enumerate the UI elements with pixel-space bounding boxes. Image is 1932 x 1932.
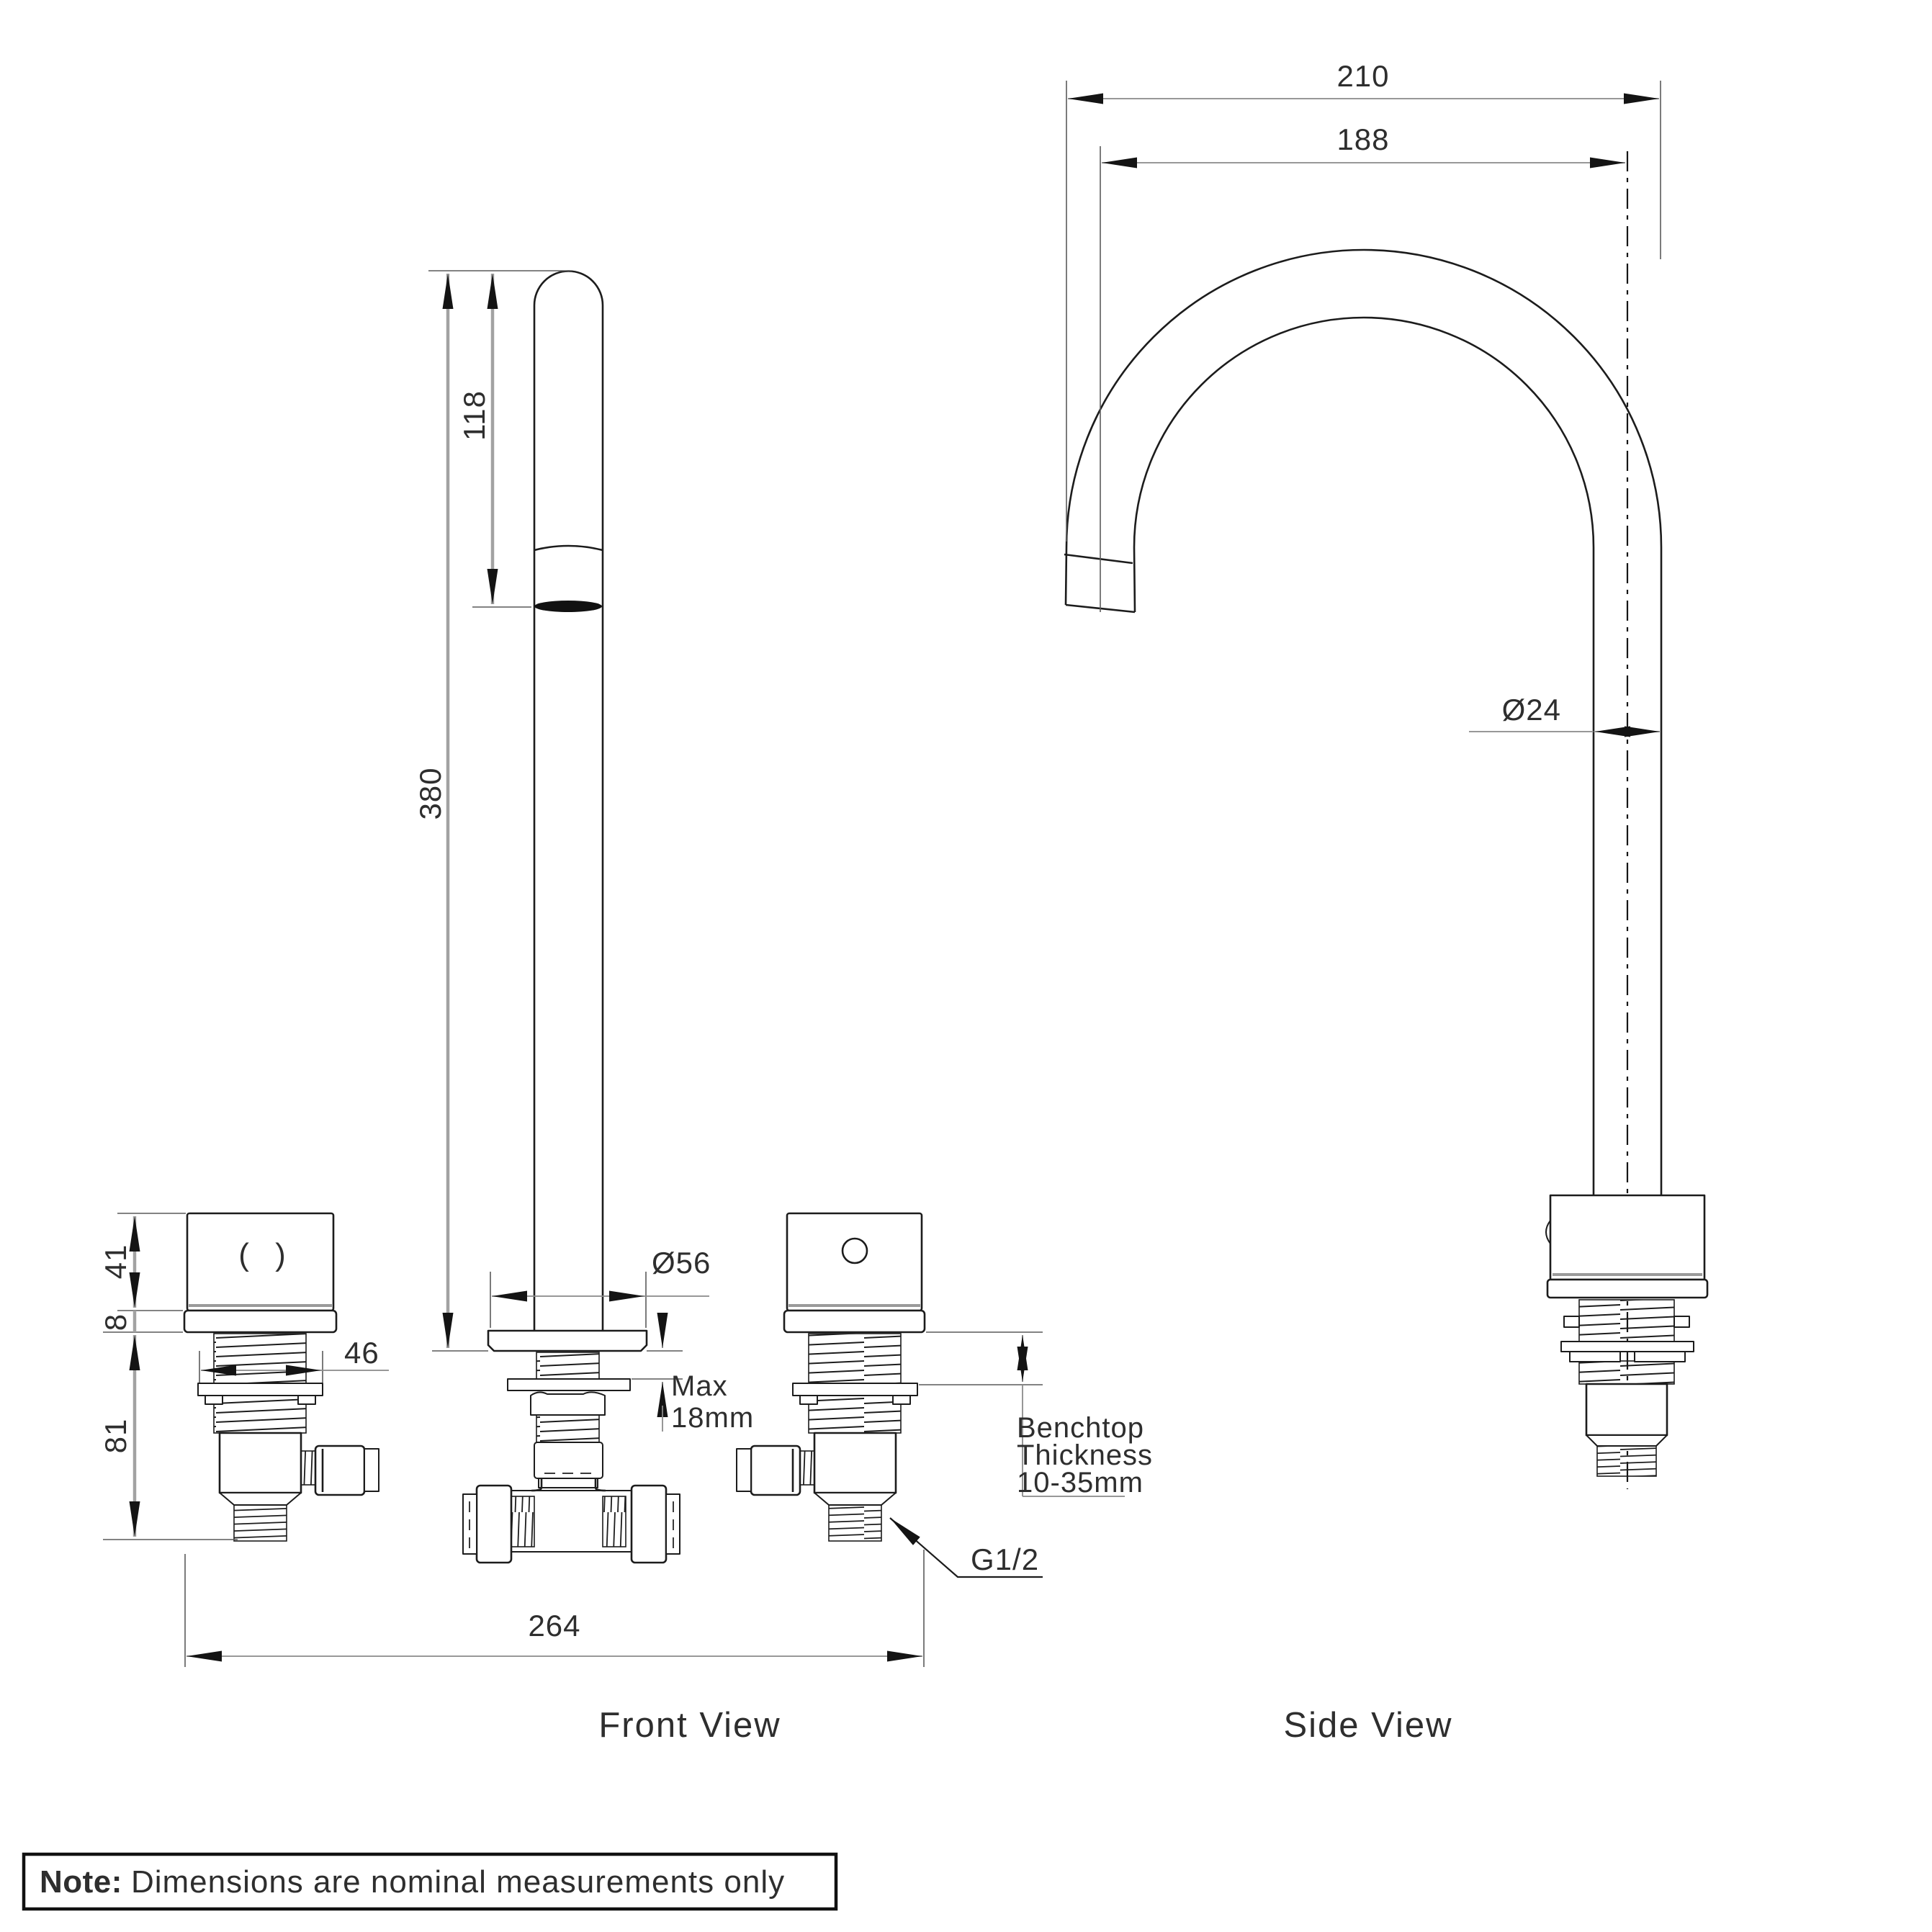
dim-81-label: 81 (99, 1419, 132, 1454)
side-valve-body (1585, 1383, 1668, 1437)
benchtop-label-2: Thickness (1017, 1439, 1153, 1471)
spout-front (533, 270, 604, 1331)
aerator (534, 601, 602, 612)
dim-d56-label: Ø56 (652, 1246, 711, 1280)
dim-benchtop-thickness: Benchtop Thickness 10-35mm (919, 1331, 1153, 1499)
cold-fitting-cap (736, 1448, 752, 1492)
dim-8-label: 8 (99, 1313, 132, 1331)
dim-max-bench: Max 18mm (632, 1313, 754, 1434)
side-view: 210 188 Ø24 (1064, 59, 1709, 1745)
front-view: 380 118 ( ) (99, 270, 1153, 1745)
cold-indicator-icon (841, 1237, 868, 1264)
note-prefix: Note: (40, 1864, 122, 1900)
side-base-assembly (1545, 1194, 1709, 1477)
dim-210-label: 210 (1336, 59, 1389, 93)
dim-overall-reach: 210 (1066, 59, 1661, 542)
side-view-label: Side View (1283, 1706, 1452, 1745)
dim-overall-height: 380 (413, 270, 572, 1352)
hot-fitting-cap (364, 1448, 379, 1492)
dim-centre-reach: 188 (1100, 122, 1625, 612)
tee-right-nut (630, 1484, 668, 1564)
benchtop-label-3: 10-35mm (1017, 1467, 1144, 1499)
side-handle-profile (1545, 1220, 1551, 1244)
note-body: Dimensions are nominal measurements only (131, 1864, 785, 1900)
hot-washer (197, 1383, 323, 1396)
side-base-plate (1546, 1278, 1709, 1299)
g12-label: G1/2 (971, 1542, 1039, 1576)
spout-tee-assembly (462, 1329, 680, 1564)
dim-46-label: 46 (344, 1336, 379, 1370)
hot-indicator: ( ) (238, 1237, 295, 1272)
dim-spout-diameter: Ø24 (1469, 693, 1660, 737)
dim-118-label: 118 (457, 390, 491, 441)
hot-valve-assembly: ( ) (183, 1212, 379, 1542)
cold-valve-body (813, 1432, 897, 1494)
side-g12-thread (1596, 1445, 1657, 1477)
tee-left-nut (475, 1484, 513, 1564)
side-handle-block (1549, 1194, 1706, 1281)
dim-thread-length: 46 (199, 1336, 389, 1383)
max-value: 18mm (671, 1402, 754, 1434)
front-view-label: Front View (598, 1706, 781, 1745)
cold-g12-thread (828, 1504, 882, 1542)
note-box: Note:Dimensions are nominal measurements… (22, 1852, 838, 1911)
spout-ring (534, 544, 603, 552)
dim-264-label: 264 (528, 1609, 580, 1643)
max-label: Max (671, 1370, 728, 1402)
dim-overall-width: 264 (184, 1550, 925, 1667)
hot-base-plate (183, 1309, 338, 1334)
benchtop-label-1: Benchtop (1017, 1412, 1144, 1444)
dim-spout-top-section: 118 (457, 274, 531, 608)
dim-41-label: 41 (99, 1244, 132, 1280)
hot-g12-thread (233, 1504, 287, 1542)
g12-callout: G1/2 (889, 1517, 1043, 1578)
cold-handle (786, 1212, 923, 1312)
cold-base-plate (783, 1309, 926, 1334)
dim-188-label: 188 (1336, 122, 1389, 156)
dim-handle-stack: 41 8 81 (99, 1213, 238, 1540)
spout-backnut (530, 1391, 606, 1416)
side-washer (1560, 1341, 1694, 1352)
dim-flange-diameter: Ø56 (490, 1246, 711, 1328)
cold-valve-assembly (736, 1212, 926, 1542)
spout-washer (507, 1378, 631, 1391)
dim-d24-label: Ø24 (1502, 693, 1561, 727)
note-text: Note:Dimensions are nominal measurements… (40, 1864, 785, 1900)
dim-380-label: 380 (413, 767, 447, 819)
spout-flange (487, 1329, 648, 1352)
hot-valve-body (218, 1432, 302, 1494)
cold-washer (792, 1383, 918, 1396)
